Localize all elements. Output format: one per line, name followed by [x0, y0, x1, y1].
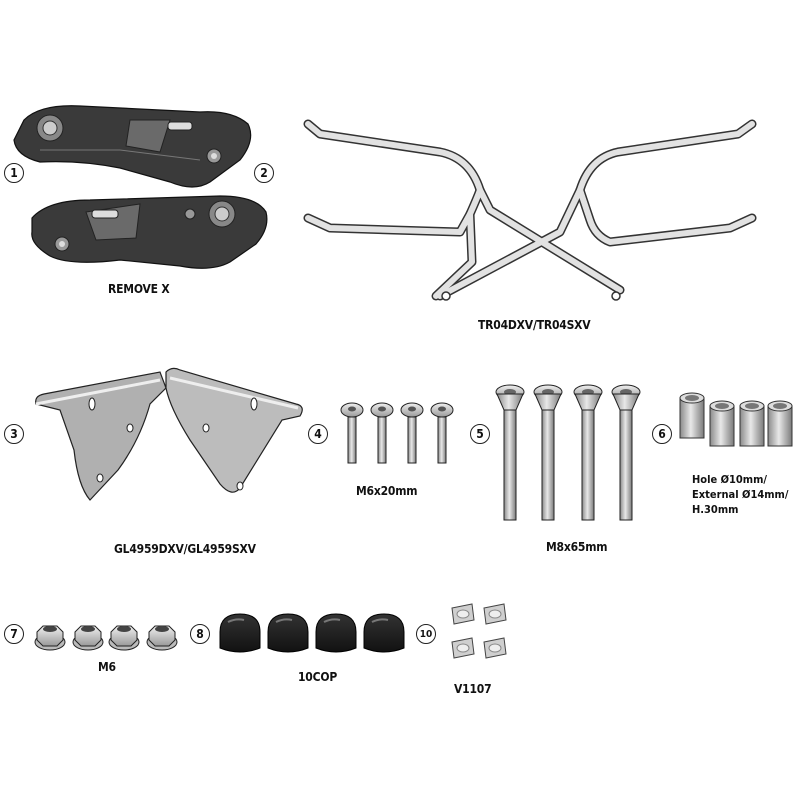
part-number-2: 2: [254, 163, 274, 183]
label-m6: M6: [98, 660, 116, 674]
label-tube-frame: TR04DXV/TR04SXV: [478, 318, 591, 332]
bracket-2-shape: [31, 195, 268, 269]
label-plates: GL4959DXV/GL4959SXV: [114, 542, 256, 556]
part-number-8: 8: [190, 624, 210, 644]
spacer-spec-line-2: External Ø14mm/: [692, 488, 789, 501]
m6-nuts-shape: [34, 625, 178, 651]
plates-shape: [35, 367, 303, 501]
bracket-1-shape: [13, 105, 252, 188]
part-number-4: 4: [308, 424, 328, 444]
part-number-3: 3: [4, 424, 24, 444]
m6x20-screws-shape: [340, 402, 454, 464]
part-number-5: 5: [470, 424, 490, 444]
part-number-10: 10: [416, 624, 436, 644]
label-m8x65: M8x65mm: [546, 540, 608, 554]
v1107-parts-shape: [451, 603, 507, 659]
tube-frame-shape: [303, 119, 757, 301]
part-number-1: 1: [4, 163, 24, 183]
part-number-7: 7: [4, 624, 24, 644]
caps-shape: [219, 613, 405, 653]
spacer-spec-line-3: H.30mm: [692, 503, 739, 516]
part-number-6: 6: [652, 424, 672, 444]
label-v1107: V1107: [454, 682, 492, 696]
label-m6x20: M6x20mm: [356, 484, 418, 498]
label-spacer-spec: Hole Ø10mm/ External Ø14mm/ H.30mm: [692, 472, 788, 517]
spacer-spec-line-1: Hole Ø10mm/: [692, 473, 768, 486]
m8x65-screws-shape: [495, 384, 641, 521]
spacers-shape: [679, 392, 793, 447]
label-cap: 10COP: [298, 670, 338, 684]
label-remove-x: REMOVE X: [108, 282, 170, 296]
